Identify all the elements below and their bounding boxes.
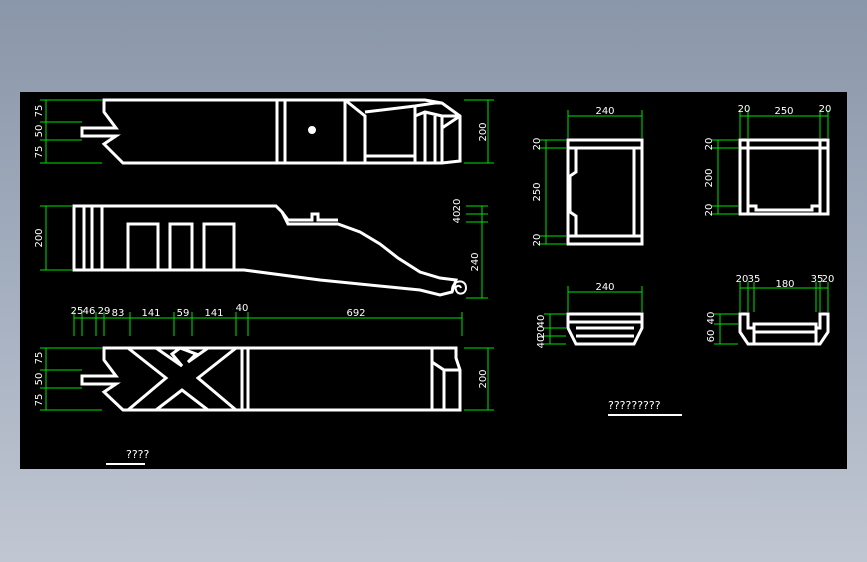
dim-v1-total: 200 xyxy=(478,122,489,141)
dim-v1-h3: 75 xyxy=(34,146,45,159)
dim-h-f: 59 xyxy=(177,308,190,319)
dim-v1-h1: 75 xyxy=(34,105,45,118)
dim-s3-v2: 20 xyxy=(536,326,547,339)
dim-s2-t1: 20 xyxy=(738,104,751,115)
dim-s4-t5: 20 xyxy=(822,274,835,285)
dim-v2-r1: 40 xyxy=(452,211,463,224)
dim-s1-top: 240 xyxy=(595,106,614,117)
dim-s1-v3: 20 xyxy=(532,234,543,247)
beam-plan-view: 75 50 75 200 xyxy=(34,98,494,165)
dim-s4-v2: 60 xyxy=(706,330,717,343)
horizontal-dimension-chain: 25 46 29 83 141 59 141 40 692 xyxy=(71,303,463,336)
cad-drawing-sheet: 75 50 75 200 200 40 20 240 xyxy=(20,92,847,469)
section-c: 240 40 20 40 xyxy=(536,282,644,349)
dim-s4-t2: 35 xyxy=(748,274,761,285)
dim-s4-t4: 35 xyxy=(811,274,824,285)
dim-h-e: 141 xyxy=(141,308,160,319)
dim-h-g: 141 xyxy=(204,308,223,319)
dim-h-a: 25 xyxy=(71,306,84,317)
dim-v2-r2: 20 xyxy=(452,199,463,212)
dim-s2-t3: 20 xyxy=(819,104,832,115)
dim-v1-h2: 50 xyxy=(34,125,45,138)
beam-elevation-view: 200 40 20 240 xyxy=(34,199,488,299)
drawing-title-left: ???? xyxy=(126,448,150,461)
dim-h-d: 83 xyxy=(112,308,125,319)
dim-v3-total: 200 xyxy=(478,369,489,388)
dim-h-h: 40 xyxy=(236,303,249,314)
dim-v2-r3: 240 xyxy=(470,252,481,271)
dim-v3-h3: 75 xyxy=(34,394,45,407)
dim-h-i: 692 xyxy=(346,308,365,319)
section-a: 240 20 250 20 xyxy=(532,106,644,247)
beam-x-joint-view: 75 50 75 200 ???? xyxy=(34,346,494,465)
dim-s3-v3: 40 xyxy=(536,336,547,349)
dim-s2-t2: 250 xyxy=(774,106,793,117)
dim-s1-v1: 20 xyxy=(532,138,543,151)
dim-s1-v2: 250 xyxy=(532,182,543,201)
section-d: 20 35 180 35 20 40 60 xyxy=(706,274,835,346)
drawing-title-right: ????????? xyxy=(608,399,661,412)
dim-s4-t3: 180 xyxy=(775,279,794,290)
dim-s2-v3: 20 xyxy=(704,204,715,217)
dim-s3-top: 240 xyxy=(595,282,614,293)
peg-hole-icon xyxy=(308,126,316,134)
dim-v3-h2: 50 xyxy=(34,373,45,386)
dim-s3-v1: 40 xyxy=(536,315,547,328)
dim-s2-v1: 20 xyxy=(704,138,715,151)
dim-v2-left: 200 xyxy=(34,228,45,247)
section-b: 20 250 20 20 200 20 xyxy=(704,104,831,216)
dim-s4-t1: 20 xyxy=(736,274,749,285)
dim-s2-v2: 200 xyxy=(704,168,715,187)
dim-v3-h1: 75 xyxy=(34,352,45,365)
dim-s4-v1: 40 xyxy=(706,312,717,325)
cad-drawing: 75 50 75 200 200 40 20 240 xyxy=(34,98,835,465)
dim-h-c: 29 xyxy=(98,306,111,317)
dim-h-b: 46 xyxy=(83,306,96,317)
